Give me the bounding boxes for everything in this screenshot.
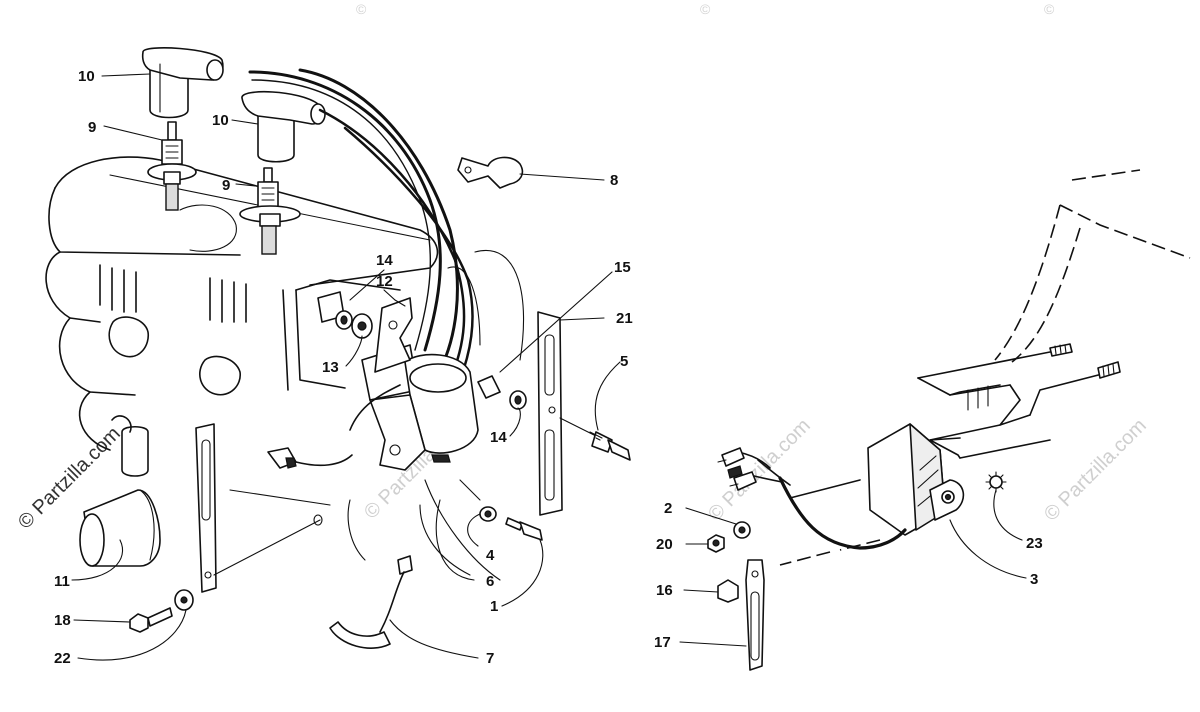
coil-spacer-hardware (477, 375, 527, 410)
callout-9: 9 (88, 119, 96, 136)
bolt-and-washer (459, 479, 543, 541)
sleeve (79, 489, 161, 567)
threaded-studs (1049, 343, 1121, 379)
bolt-5 (559, 417, 631, 461)
callout-14: 14 (490, 429, 507, 446)
lead-clamp (457, 156, 524, 189)
watermark-text: © Partzilla.com (1040, 415, 1151, 526)
callouts: 10 9 10 9 8 14 12 13 15 21 5 14 4 6 1 7 … (54, 68, 1043, 667)
watermark-copyright-mark: © (700, 1, 711, 17)
callout-21: 21 (616, 310, 633, 327)
spark-plug-upper (147, 121, 197, 211)
watermark-copyright-mark: © (1044, 1, 1055, 17)
bolt-18 (129, 589, 194, 633)
callout-7: 7 (486, 650, 494, 667)
callout-14: 14 (376, 252, 393, 269)
callout-12: 12 (376, 273, 393, 290)
spark-plug-lower (239, 167, 301, 255)
callout-5: 5 (620, 353, 628, 370)
leader-lines (71, 73, 1027, 661)
callout-4: 4 (486, 547, 495, 564)
star-washer (985, 471, 1007, 493)
control-box (867, 423, 965, 536)
ignition-leads (248, 68, 474, 387)
callout-22: 22 (54, 650, 71, 667)
ignition-coil (349, 344, 479, 471)
callout-16: 16 (656, 582, 673, 599)
callout-20: 20 (656, 536, 673, 553)
callout-13: 13 (322, 359, 339, 376)
cable-strap (329, 555, 413, 649)
callout-9: 9 (222, 177, 230, 194)
small-hardware-right (707, 521, 765, 671)
mounting-bracket (374, 297, 413, 373)
spark-plug-cap-upper (141, 47, 224, 119)
wiring-harness (717, 447, 907, 550)
callout-15: 15 (614, 259, 631, 276)
callout-17: 17 (654, 634, 671, 651)
callout-23: 23 (1026, 535, 1043, 552)
callout-10: 10 (78, 68, 95, 85)
wire-connector (267, 447, 353, 469)
callout-2: 2 (664, 500, 672, 517)
chassis-frame (779, 169, 1191, 566)
callout-11: 11 (54, 573, 70, 590)
mounting-strap-left (195, 423, 323, 593)
spacer-parts (317, 291, 373, 339)
callout-1: 1 (490, 598, 498, 615)
callout-3: 3 (1030, 571, 1038, 588)
mounting-strap-right (537, 311, 563, 516)
callout-8: 8 (610, 172, 618, 189)
watermark-copyright-mark: © (356, 1, 367, 17)
spark-plug-cap-lower (241, 90, 326, 163)
callout-6: 6 (486, 573, 494, 590)
callout-10: 10 (212, 112, 229, 129)
callout-18: 18 (54, 612, 71, 629)
